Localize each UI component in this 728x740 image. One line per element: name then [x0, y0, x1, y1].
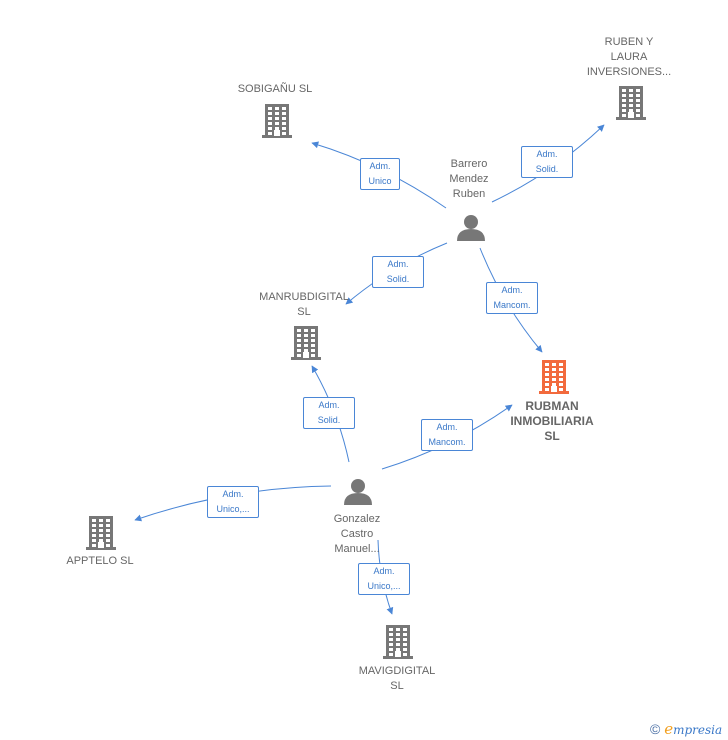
edge-label-line: Mancom. — [428, 437, 466, 447]
node-label-line: SL — [390, 680, 404, 692]
node-label-line: LAURA — [610, 51, 648, 63]
copyright-symbol: © — [650, 721, 661, 737]
edge-label-barrero-to-rubman[interactable]: Adm. Mancom. — [486, 282, 538, 314]
node-label-line: Manuel... — [334, 543, 380, 555]
person-icon-gonzalez[interactable] — [344, 479, 372, 505]
brand-logo: empresia — [664, 720, 723, 738]
edge-label-line: Adm. — [501, 285, 523, 295]
node-label-line: SL — [297, 306, 311, 318]
edge-label-line: Unico,... — [367, 581, 401, 591]
company-icon-manrub[interactable] — [291, 326, 321, 360]
node-label-sobiganu[interactable]: SOBIGAÑU SL — [220, 82, 330, 97]
node-label-line: RUBEN Y — [604, 36, 654, 48]
footer-brand: © empresia — [650, 720, 722, 738]
edge-label-line: Adm. — [387, 259, 409, 269]
node-label-line: INVERSIONES... — [586, 66, 672, 78]
node-label-line: INMOBILIARIA — [510, 414, 594, 428]
node-label-line: Barrero — [450, 158, 488, 170]
node-label-apptelo[interactable]: APPTELO SL — [50, 554, 150, 569]
node-label-line: Mendez — [449, 173, 489, 185]
company-icon-mavig[interactable] — [383, 625, 413, 659]
edge-label-line: Adm. — [373, 566, 395, 576]
company-icon-ruben_laura[interactable] — [616, 86, 646, 120]
edge-label-line: Solid. — [535, 164, 559, 174]
edge-label-line: Unico,... — [216, 504, 250, 514]
person-icon-barrero[interactable] — [457, 215, 485, 241]
edge-label-gonzalez-to-apptelo[interactable]: Adm. Unico,... — [207, 486, 259, 518]
node-label-manrub[interactable]: MANRUBDIGITAL SL — [249, 290, 359, 320]
node-label-line: Gonzalez — [333, 513, 381, 525]
edge-label-barrero-to-sobiganu[interactable]: Adm. Unico — [360, 158, 400, 190]
edge-label-line: Mancom. — [493, 300, 531, 310]
edge-label-line: Adm. — [222, 489, 244, 499]
edge-label-gonzalez-to-mavig[interactable]: Adm. Unico,... — [358, 563, 410, 595]
edge-label-gonzalez-to-manrub[interactable]: Adm. Solid. — [303, 397, 355, 429]
icons-layer — [86, 86, 646, 659]
edge-label-line: Adm. — [369, 161, 391, 171]
node-label-line: SOBIGAÑU SL — [237, 83, 313, 95]
node-label-line: Castro — [340, 528, 374, 540]
edge-label-line: Unico — [368, 176, 392, 186]
edge-label-barrero-to-ruben_laura[interactable]: Adm. Solid. — [521, 146, 573, 178]
node-label-mavig[interactable]: MAVIGDIGITAL SL — [342, 664, 452, 694]
edge-label-barrero-to-manrub[interactable]: Adm. Solid. — [372, 256, 424, 288]
node-label-line: MAVIGDIGITAL — [358, 665, 436, 677]
edge-label-gonzalez-to-rubman[interactable]: Adm. Mancom. — [421, 419, 473, 451]
company-icon-rubman[interactable] — [539, 360, 569, 394]
node-label-ruben_laura[interactable]: RUBEN Y LAURA INVERSIONES... — [574, 35, 684, 80]
edge-label-line: Adm. — [318, 400, 340, 410]
edge-label-line: Solid. — [386, 274, 410, 284]
company-icon-sobiganu[interactable] — [262, 104, 292, 138]
node-label-line: Ruben — [452, 188, 486, 200]
edge-label-line: Solid. — [317, 415, 341, 425]
node-label-line: APPTELO SL — [66, 555, 134, 567]
edge-label-line: Adm. — [536, 149, 558, 159]
company-icon-apptelo[interactable] — [86, 516, 116, 550]
node-label-line: MANRUBDIGITAL — [259, 291, 349, 303]
edge-label-line: Adm. — [436, 422, 458, 432]
node-label-line: RUBMAN — [525, 399, 579, 413]
node-label-line: SL — [544, 429, 560, 443]
